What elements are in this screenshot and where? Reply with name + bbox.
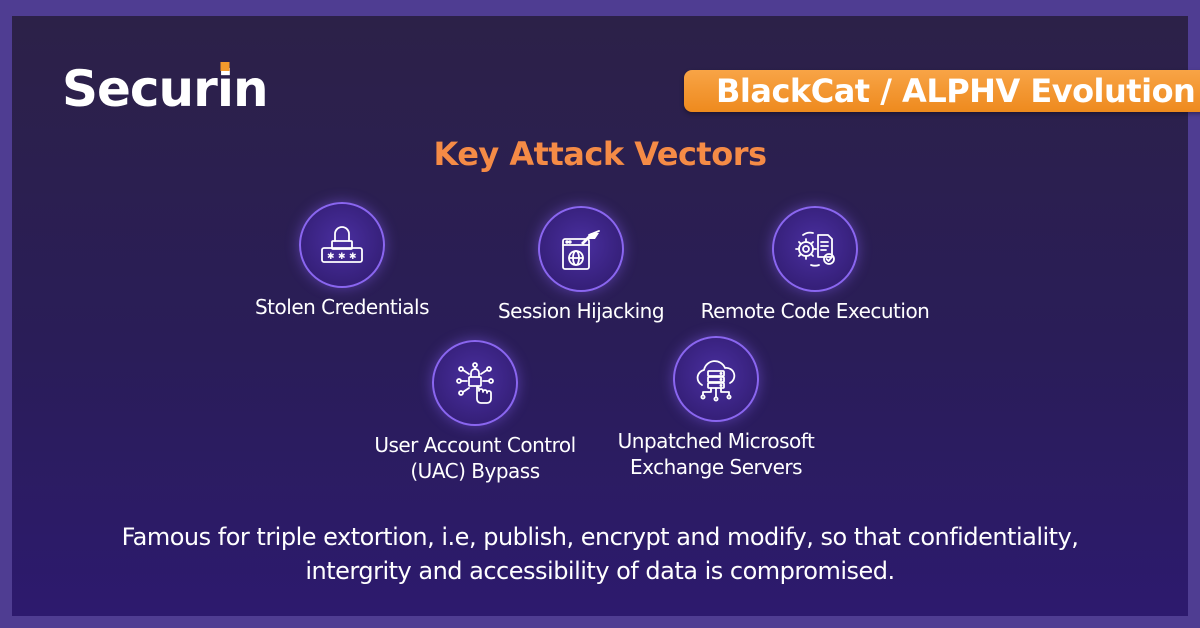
vector-label: Stolen Credentials — [254, 295, 430, 319]
vector-stolen-credentials: ✱ ✱ ✱ Stolen Credentials — [212, 202, 472, 320]
vector-remote-code-execution: Remote Code Execution — [685, 206, 945, 324]
brand-logo: Securin — [62, 60, 269, 118]
svg-text:✱: ✱ — [349, 252, 357, 262]
campaign-banner: BlackCat / ALPHV Evolution — [684, 70, 1200, 112]
vector-label: User Account Control(UAC) Bypass — [374, 433, 576, 483]
description-text: Famous for triple extortion, i.e, publis… — [121, 523, 1079, 585]
svg-text:✱: ✱ — [338, 252, 346, 262]
vector-label: Session Hijacking — [497, 299, 665, 323]
banner-label: BlackCat / ALPHV Evolution — [716, 72, 1196, 110]
vector-uac-bypass: User Account Control(UAC) Bypass — [345, 340, 605, 484]
svg-text:✱: ✱ — [327, 252, 335, 262]
vector-label: Remote Code Execution — [700, 299, 930, 323]
gear-document-icon — [772, 206, 858, 292]
lock-network-pointer-icon — [432, 340, 518, 426]
page-title: Key Attack Vectors — [433, 135, 767, 173]
content-panel — [12, 16, 1188, 616]
vector-session-hijacking: Session Hijacking — [451, 206, 711, 324]
password-lock-icon: ✱ ✱ ✱ — [299, 202, 385, 288]
hand-browser-globe-icon — [538, 206, 624, 292]
cloud-server-icon — [673, 336, 759, 422]
